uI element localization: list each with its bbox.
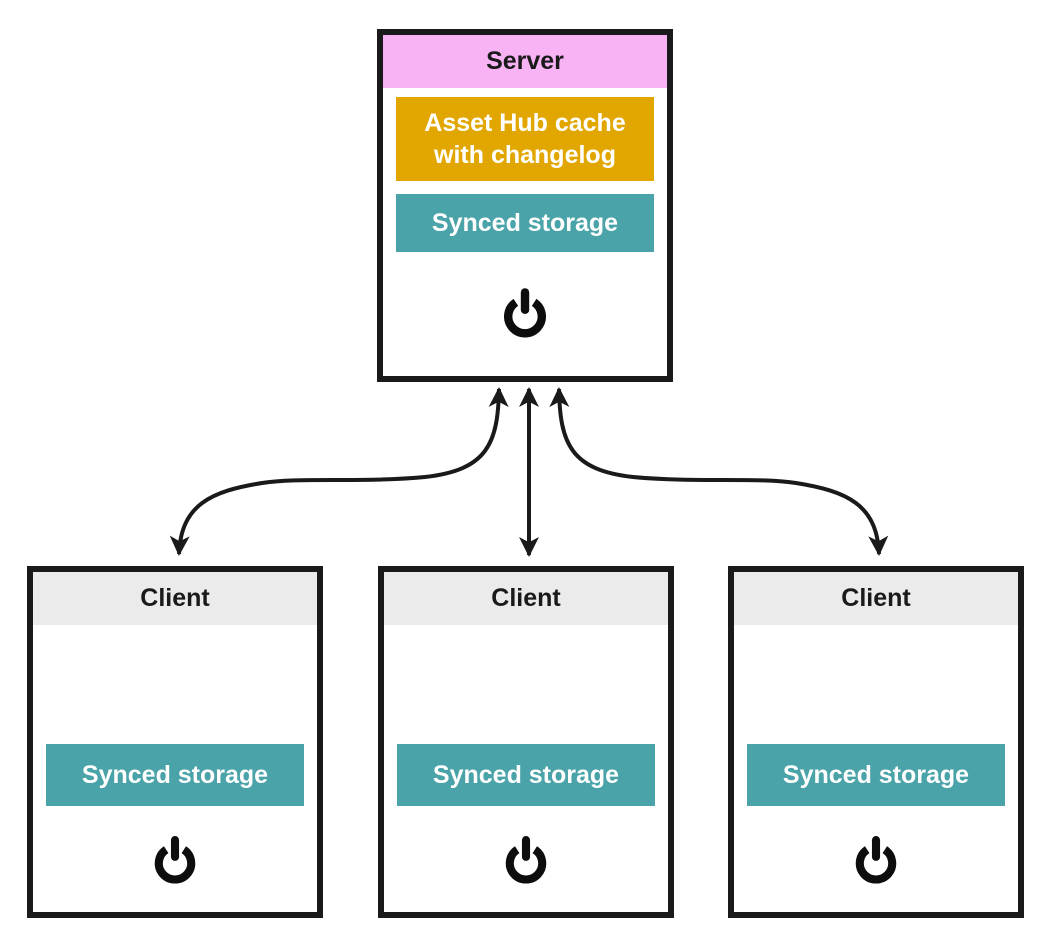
client-1-synced-storage-module: Synced storage (46, 744, 304, 806)
client-node-3: Client Synced storage (728, 566, 1024, 918)
arrow-server-to-right-client (549, 387, 889, 556)
server-title: Server (383, 35, 667, 88)
server-node: Server Asset Hub cache with changelog Sy… (377, 29, 673, 382)
client-2-title: Client (384, 572, 668, 625)
asset-hub-cache-module: Asset Hub cache with changelog (396, 97, 654, 181)
power-icon (849, 832, 903, 886)
client-3-synced-storage-module: Synced storage (747, 744, 1005, 806)
arrow-server-to-left-client (169, 387, 509, 556)
client-node-2: Client Synced storage (378, 566, 674, 918)
client-2-synced-storage-module: Synced storage (397, 744, 655, 806)
power-icon (497, 284, 553, 340)
client-node-1: Client Synced storage (27, 566, 323, 918)
client-1-title: Client (33, 572, 317, 625)
power-icon (148, 832, 202, 886)
server-synced-storage-module: Synced storage (396, 194, 654, 252)
client-3-title: Client (734, 572, 1018, 625)
power-icon (499, 832, 553, 886)
